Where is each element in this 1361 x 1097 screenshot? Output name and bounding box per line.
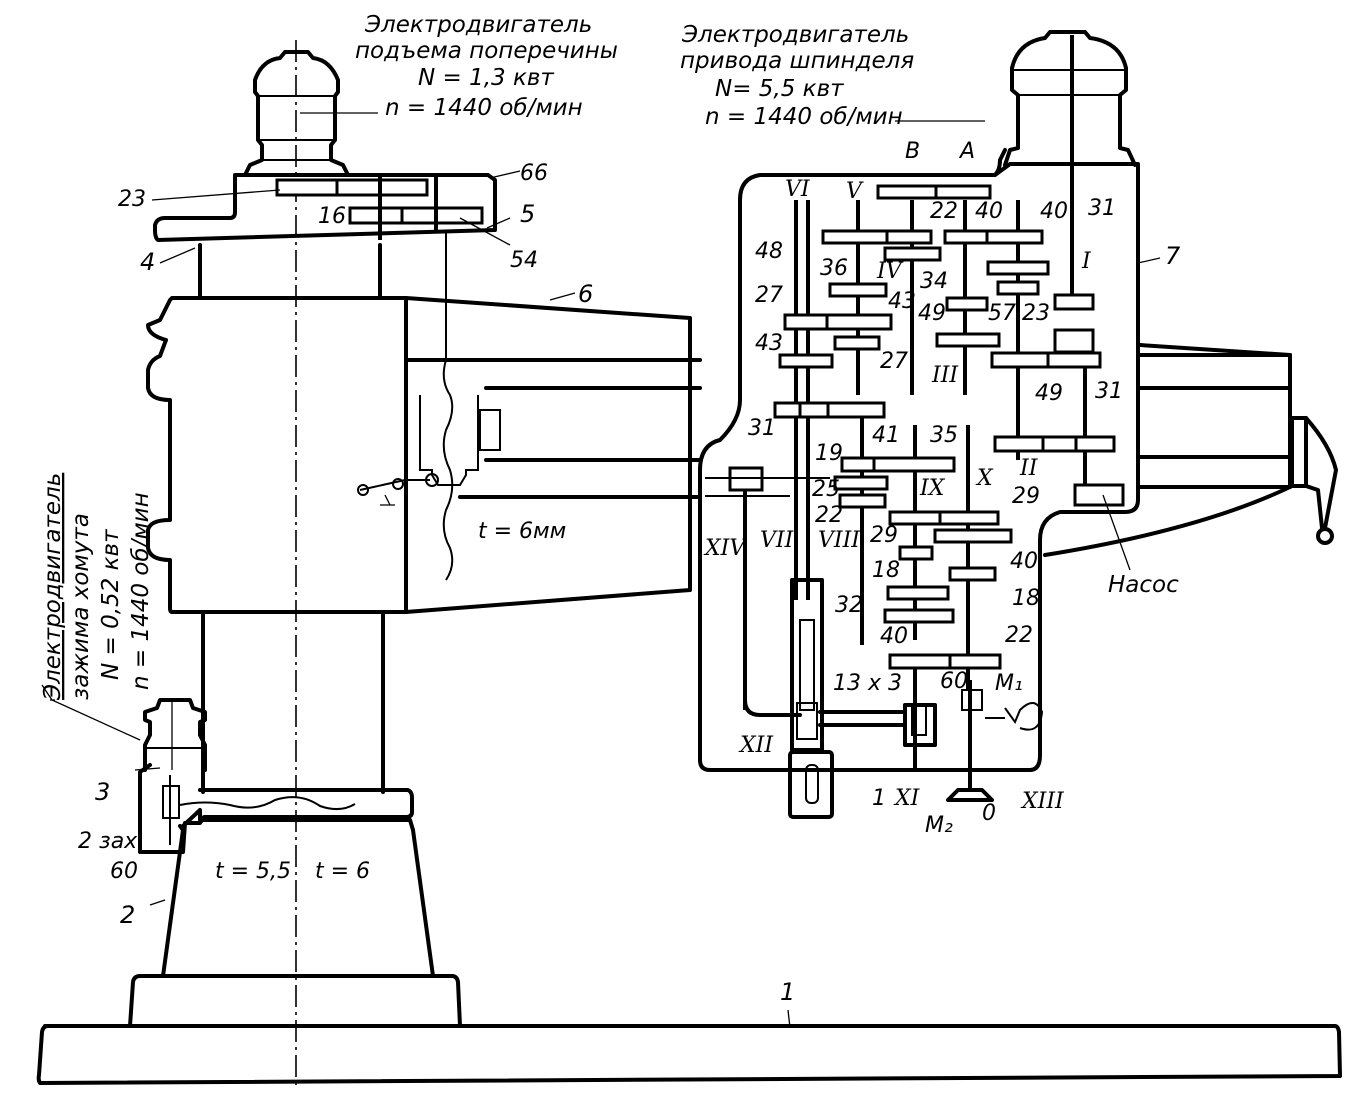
part-number-6: 6: [578, 280, 593, 308]
column-pedestal: [128, 808, 462, 1028]
shaft-I-label: I: [1081, 249, 1092, 274]
spindle-head-housing: [698, 148, 1140, 772]
gear-27b-label: 27: [880, 349, 908, 374]
base-plate: [36, 1024, 1342, 1085]
gear-31b-label: 31: [1095, 379, 1123, 404]
gear-40b-label: 40: [1040, 199, 1068, 224]
clamp-screw-pitch-right: t = 6: [315, 859, 370, 884]
gear-16-label: 16: [318, 204, 346, 229]
spindle-motor-speed: n = 1440 об/мин: [705, 104, 903, 130]
lift-motor-power: N = 1,3 квт: [418, 65, 554, 91]
gear-23-label: 23: [118, 187, 146, 212]
gear-18b-label: 18: [1012, 586, 1040, 611]
shaft-VIII-label: VIII: [818, 528, 861, 553]
gear-A-label: A: [958, 139, 975, 164]
shaft-VI-label: VI: [785, 177, 811, 202]
gear-66-label: 66: [520, 161, 548, 186]
gear-35-label: 35: [930, 423, 958, 448]
worm-starts-label: 2 зах.: [78, 829, 144, 854]
shaft-XIII-label: XIII: [1020, 789, 1065, 814]
clamp-screw-pitch-left: t = 5,5: [215, 859, 291, 884]
shaft-XII-label: XII: [738, 733, 774, 758]
spindle-motor-subtitle: привода шпинделя: [680, 48, 914, 74]
part-number-3: 3: [95, 778, 110, 806]
gear-40d-label: 40: [880, 624, 908, 649]
gear-22c-label: 22: [1005, 623, 1033, 648]
clutch-M1-label: M₁: [995, 671, 1023, 696]
leader-lines: [41, 112, 1161, 1029]
gear-43b-label: 43: [755, 331, 783, 356]
gear-27a-label: 27: [755, 283, 783, 308]
item-0-label: 0: [982, 801, 996, 826]
part-number-5: 5: [520, 200, 535, 228]
clamp-assembly: [138, 763, 414, 854]
gear-48-label: 48: [755, 239, 783, 264]
lift-screw-pitch: t = 6мм: [478, 519, 566, 544]
gear-57-label: 57: [988, 301, 1016, 326]
clamp-motor-subtitle: зажима хомута: [68, 513, 94, 700]
item-1-label: 1: [872, 786, 886, 811]
spindle-motor: [1003, 30, 1137, 167]
gear-36-label: 36: [820, 256, 848, 281]
lift-motor-subtitle: подъема поперечины: [355, 38, 618, 64]
gear-60-label: 60: [940, 669, 968, 694]
gear-18a-label: 18: [872, 558, 900, 583]
spindle-motor-title: Электродвигатель: [681, 22, 909, 48]
part-number-4: 4: [140, 248, 155, 276]
lift-motor-speed: n = 1440 об/мин: [385, 95, 583, 121]
gear-49a-label: 49: [918, 301, 946, 326]
gear-22a-label: 22: [930, 199, 958, 224]
gear-41-label: 41: [872, 423, 900, 448]
clamp-motor-power: N = 0,52 квт: [98, 529, 124, 680]
gear-29a-label: 29: [1012, 484, 1040, 509]
part-number-1: 1: [780, 978, 795, 1006]
gear-29b-label: 29: [870, 523, 898, 548]
pump-label: Насос: [1108, 572, 1179, 598]
gear-25-label: 25: [812, 477, 840, 502]
gear-40c-label: 40: [1010, 549, 1038, 574]
gear-31c-label: 31: [748, 416, 776, 441]
worm-wheel-label: 60: [110, 859, 138, 884]
rack-13x3-label: 13 x 3: [833, 671, 902, 696]
shaft-X-label: X: [975, 466, 994, 491]
gearbox-gears: [705, 184, 1125, 670]
shaft-V-label: V: [846, 179, 864, 204]
sleeve-housing: [146, 296, 692, 614]
clutch-M2-label: M₂: [925, 813, 953, 838]
part-number-7: 7: [1165, 242, 1181, 270]
column: [198, 243, 385, 794]
lift-gear-housing: [153, 173, 497, 242]
gear-22b-label: 22: [815, 503, 843, 528]
lift-screw: [357, 230, 501, 581]
spindle-motor-power: N= 5,5 квт: [715, 76, 844, 102]
arm-handle[interactable]: [1290, 416, 1338, 545]
shaft-XIV-label: XIV: [703, 536, 747, 561]
gear-34-label: 34: [920, 269, 948, 294]
shaft-VII-label: VII: [760, 528, 795, 553]
lift-motor-title: Электродвигатель: [364, 12, 592, 38]
clamp-motor-speed: n = 1440 об/мин: [128, 492, 154, 690]
gear-31a-label: 31: [1088, 196, 1116, 221]
clamp-motor-title: Электродвигатель: [40, 473, 66, 701]
part-number-2: 2: [120, 901, 135, 929]
lift-motor: [243, 50, 350, 177]
spindle-assembly: [788, 578, 1044, 819]
clamp-motor-caption: Электродвигатель зажима хомута N = 0,52 …: [40, 473, 154, 701]
clamp-motor: [143, 698, 207, 772]
gear-49b-label: 49: [1035, 381, 1063, 406]
gear-43a-label: 43: [888, 289, 916, 314]
gear-B-label: B: [905, 139, 920, 164]
shaft-III-label: III: [931, 363, 959, 388]
gear-19-label: 19: [815, 441, 843, 466]
gear-54-label: 54: [510, 248, 538, 273]
gear-40a-label: 40: [975, 199, 1003, 224]
shaft-XI-label: XI: [893, 786, 921, 811]
shaft-IX-label: IX: [919, 476, 946, 501]
gear-23-gearbox-label: 23: [1022, 301, 1050, 326]
shaft-II-label: II: [1019, 456, 1039, 481]
shaft-IV-label: IV: [876, 259, 904, 284]
gear-32-label: 32: [835, 593, 863, 618]
